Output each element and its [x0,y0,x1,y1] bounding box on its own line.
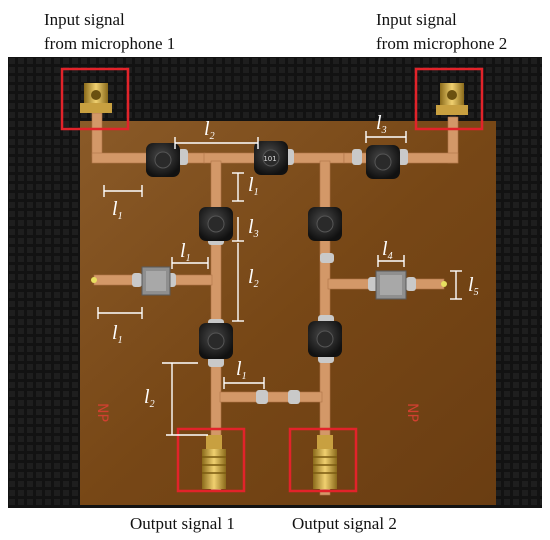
caption-output-1: Output signal 1 [130,514,235,533]
highlight-box-output-1 [176,427,246,493]
caption-output-2: Output signal 2 [292,514,397,533]
inductor-top-left [146,143,180,177]
label-l1-vertical: l1 [248,174,259,198]
caption-input-1-line2: from microphone 1 [44,34,176,53]
caption-input-2: Input signal from microphone 2 [376,8,507,56]
inductor-right-lower [308,321,342,357]
pad-right [441,281,447,287]
sma-connector-input-2 [436,83,468,115]
pcb-photo: 101 [8,57,542,508]
sma-connector-input-1 [80,83,112,113]
highlight-boxes [60,67,484,493]
label-l3-top: l3 [376,112,387,136]
label-l4-right: l4 [382,238,393,262]
capacitor-left [141,266,171,296]
sma-connector-output-2 [313,435,337,489]
inductor-code-text: 101 [263,155,276,163]
capacitor-right [375,270,407,300]
label-l2-top: l2 [204,118,215,142]
caption-input-1: Input signal from microphone 1 [44,8,175,56]
caption-input-2-line2: from microphone 2 [376,34,508,53]
inductor-top-right [366,145,400,179]
dimension-lines [97,131,462,436]
label-l1-mid-left: l1 [180,240,191,264]
label-l1-far-left: l1 [112,322,123,346]
capacitors [141,266,407,300]
highlight-box-input-1 [60,67,130,131]
label-l1-bottom: l1 [236,358,247,382]
pcb-board [80,121,496,505]
caption-input-1-line1: Input signal [44,10,125,29]
label-l5-right: l5 [468,274,479,298]
inductor-left-upper [199,207,233,241]
highlight-box-output-2 [288,427,358,493]
pad-left [91,277,97,283]
highlight-box-input-2 [414,67,484,131]
label-l2-vertical: l2 [248,266,259,290]
inductors: 101 [146,141,400,359]
inductor-right-upper [308,207,342,241]
label-l3-vertical: l3 [248,216,259,240]
board-mark-left: NP [94,403,110,422]
dimension-labels: l2 l3 l1 l1 l3 l2 l1 l1 l4 l5 l2 l1 [112,112,479,410]
sma-connector-output-1 [202,435,226,489]
inductor-left-lower [199,323,233,359]
label-l2-bottom: l2 [144,386,155,410]
caption-input-2-line1: Input signal [376,10,457,29]
inductor-top-center: 101 [254,141,288,175]
label-l1-top-left: l1 [112,198,123,222]
board-mark-right: NP [404,403,420,422]
